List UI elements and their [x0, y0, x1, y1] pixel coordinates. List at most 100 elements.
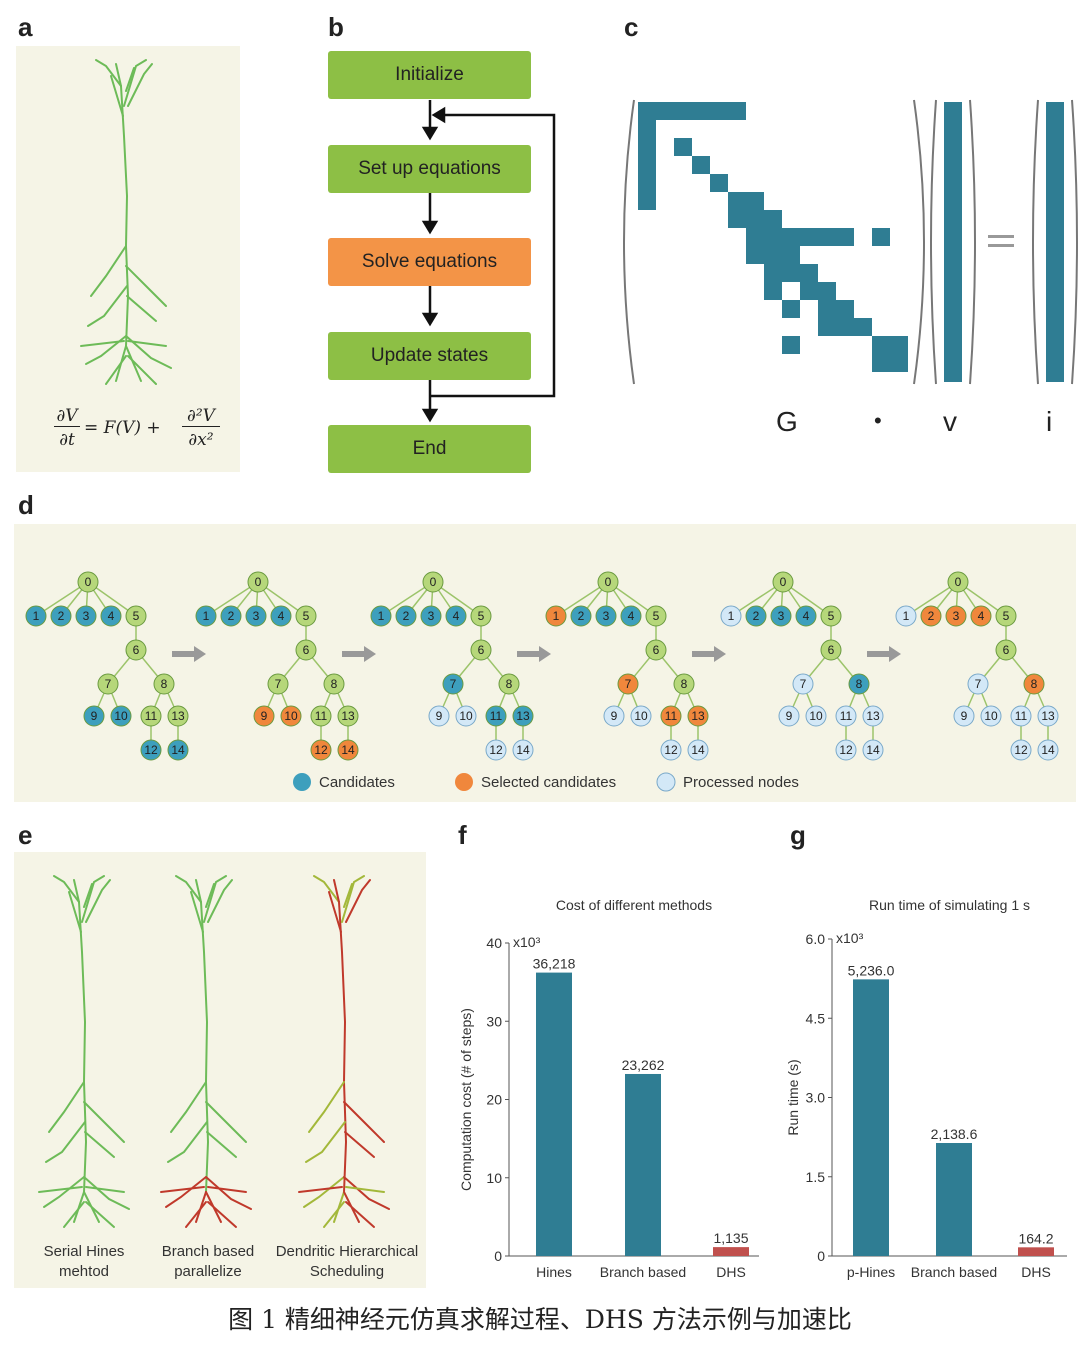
tree-node	[455, 705, 477, 727]
label-branch-based-line2: parallelize	[174, 1263, 242, 1280]
neuron-branch	[45, 1121, 86, 1163]
vector-v	[944, 102, 962, 382]
matrix-cell	[638, 156, 656, 174]
matrix-cell	[638, 138, 656, 156]
flowchart-arrows	[421, 100, 556, 423]
step-arrow	[517, 651, 541, 657]
tree-node-label: 3	[83, 609, 90, 623]
y-tick-label: 1.5	[806, 1169, 826, 1185]
tree-node-label: 3	[603, 609, 610, 623]
tree-node	[687, 705, 709, 727]
tree-node	[195, 605, 217, 627]
tree-node	[848, 673, 870, 695]
neuron-branch	[313, 875, 340, 903]
y-tick-label: 40	[486, 935, 502, 951]
matrix-cell	[800, 228, 818, 246]
neuron-branch	[85, 1201, 115, 1228]
tree-node	[167, 705, 189, 727]
neuron-branch	[85, 879, 111, 923]
tree-node	[422, 571, 444, 593]
tree-node-label: 3	[428, 609, 435, 623]
neuron-branch	[175, 875, 202, 903]
matrix-cell	[764, 228, 782, 246]
matrix-cell	[728, 102, 746, 120]
tree-node-label: 12	[839, 743, 853, 757]
label-v: v	[943, 406, 957, 437]
x-tick-label: DHS	[1021, 1264, 1051, 1280]
tree-node	[995, 605, 1017, 627]
tree-node-label: 1	[203, 609, 210, 623]
tree-node	[310, 739, 332, 761]
step-arrow	[867, 651, 891, 657]
tree-node	[110, 705, 132, 727]
bar-value-label: 1,135	[713, 1230, 748, 1246]
legend-selected: Selected candidates	[481, 774, 616, 791]
tree-node-label: 13	[516, 709, 530, 723]
matrix-cell	[746, 246, 764, 264]
tree-node	[498, 673, 520, 695]
flow-step-update: Update states	[328, 332, 531, 380]
matrix-cell	[800, 282, 818, 300]
tree-node	[660, 739, 682, 761]
neuron-branch	[345, 1201, 375, 1228]
neuron-drawing	[38, 875, 130, 1228]
panel-label-a: a	[18, 12, 33, 42]
panel-a: ∂V ∂t = F(V) + ∂²V ∂x²	[16, 46, 240, 472]
neuron-branch	[43, 1176, 85, 1208]
tree-node-label: 10	[634, 709, 648, 723]
neuron-branch	[78, 901, 88, 1193]
neuron-branch	[48, 1081, 85, 1133]
figure-caption: 图 1 精细神经元仿真求解过程、DHS 方法示例与加速比	[228, 1305, 852, 1334]
tree-node	[1023, 673, 1045, 695]
legend-selected-swatch	[455, 773, 473, 791]
matrix-cell	[872, 336, 890, 354]
neuron-branch	[345, 879, 371, 923]
tree-node-label: 6	[1003, 643, 1010, 657]
matrix-cell	[692, 156, 710, 174]
tree-node	[140, 705, 162, 727]
tree-node-label: 4	[108, 609, 115, 623]
tree-node-label: 13	[691, 709, 705, 723]
tree-node	[617, 673, 639, 695]
neuron-branch	[343, 1176, 390, 1210]
equation-lhs-numerator: ∂V	[54, 406, 80, 427]
flow-step-setup: Set up equations	[328, 145, 531, 193]
step-arrow-head	[889, 646, 901, 662]
step-arrow-head	[364, 646, 376, 662]
tree-node	[470, 605, 492, 627]
tree-node	[920, 605, 942, 627]
tree-node-label: 11	[665, 709, 678, 723]
tree-node	[835, 739, 857, 761]
tree-node-label: 3	[953, 609, 960, 623]
tree-node	[153, 673, 175, 695]
tree-node	[310, 705, 332, 727]
matrix-cell	[764, 210, 782, 228]
legend-processed-swatch	[656, 772, 676, 792]
neuron-branch	[85, 1186, 125, 1193]
tree-node-label: 6	[653, 643, 660, 657]
tree-node-label: 6	[478, 643, 485, 657]
tree-node-label: 14	[866, 743, 880, 757]
tree-node	[77, 571, 99, 593]
tree-node	[835, 705, 857, 727]
tree-node-label: 0	[780, 575, 787, 589]
tree-node-label: 1	[33, 609, 40, 623]
tree-node-label: 12	[664, 743, 678, 757]
neuron-branch	[84, 1131, 115, 1158]
neuron-branch	[206, 1131, 237, 1158]
tree-node	[570, 605, 592, 627]
tree-node	[125, 605, 147, 627]
tree-node-label: 11	[145, 709, 158, 723]
matrix-cell	[872, 354, 890, 372]
tree-node-label: 3	[778, 609, 785, 623]
tree-node-label: 7	[625, 677, 632, 691]
flow-step-end: End	[328, 425, 531, 473]
y-tick-label: 20	[486, 1092, 502, 1108]
tree-node-label: 8	[331, 677, 338, 691]
tree-node	[280, 705, 302, 727]
tree-node	[445, 605, 467, 627]
tree-node-label: 12	[1014, 743, 1028, 757]
tree-node	[323, 673, 345, 695]
